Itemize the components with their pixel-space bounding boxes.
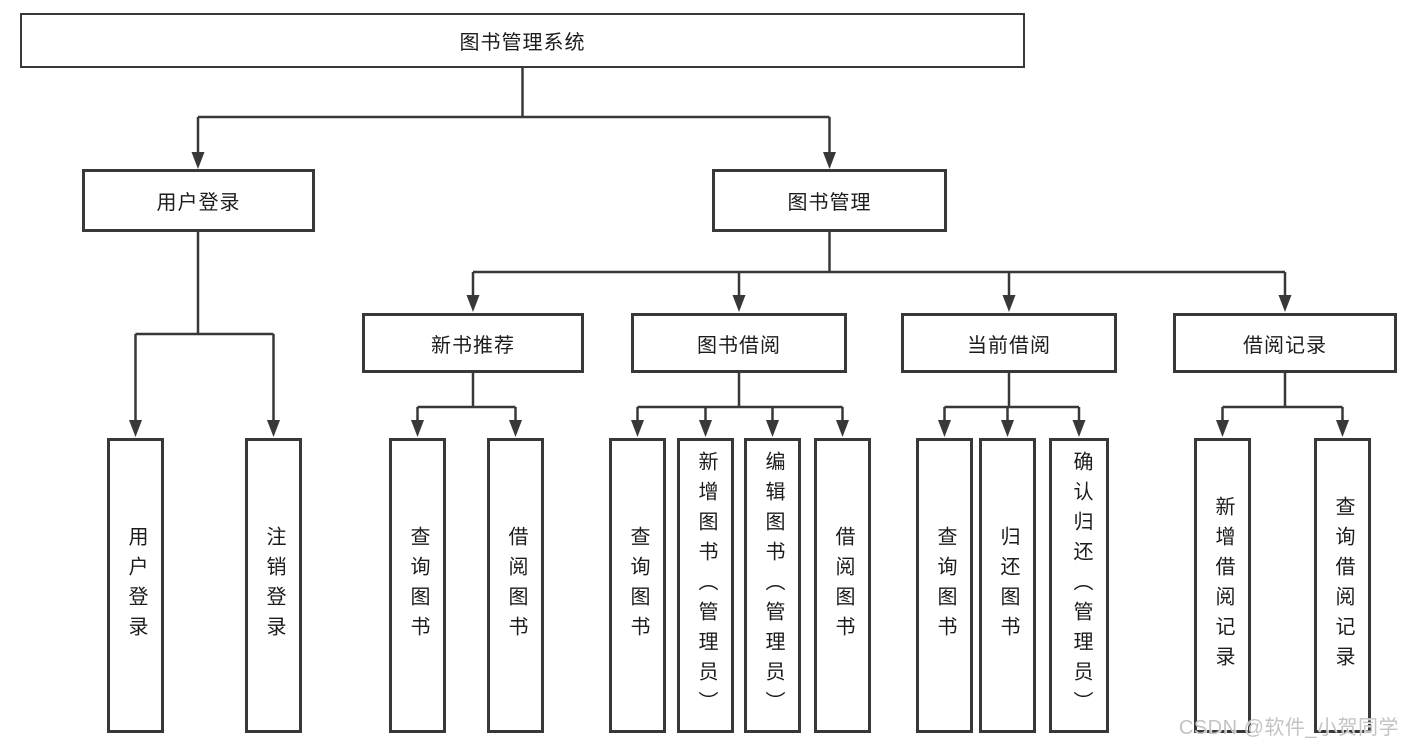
leaf-query-borrow-record: 查询借阅记录	[1314, 438, 1371, 733]
node-user-login: 用户登录	[82, 169, 315, 232]
node-book-borrowing: 图书借阅	[631, 313, 847, 373]
leaf-query-books-borrowing: 查询图书	[609, 438, 666, 733]
node-new-book-recommendation: 新书推荐	[362, 313, 584, 373]
leaf-user-login: 用户登录	[107, 438, 164, 733]
node-borrowing-records: 借阅记录	[1173, 313, 1397, 373]
leaf-query-books-recommend: 查询图书	[389, 438, 446, 733]
node-library-management-system: 图书管理系统	[20, 13, 1025, 68]
leaf-add-borrow-record: 新增借阅记录	[1194, 438, 1251, 733]
leaf-logout: 注销登录	[245, 438, 302, 733]
node-book-management: 图书管理	[712, 169, 947, 232]
leaf-return-books: 归还图书	[979, 438, 1036, 733]
arrowheads	[129, 152, 1349, 437]
leaf-query-books-current: 查询图书	[916, 438, 973, 733]
leaf-confirm-return-admin: 确认归还（管理员）	[1049, 438, 1109, 733]
leaf-add-book-admin: 新增图书（管理员）	[677, 438, 734, 733]
node-current-borrowing: 当前借阅	[901, 313, 1117, 373]
leaf-borrow-books-recommend: 借阅图书	[487, 438, 544, 733]
leaf-edit-book-admin: 编辑图书（管理员）	[744, 438, 801, 733]
watermark-text: CSDN @软件_小贺同学	[1178, 717, 1399, 739]
leaf-borrow-books-borrowing: 借阅图书	[814, 438, 871, 733]
